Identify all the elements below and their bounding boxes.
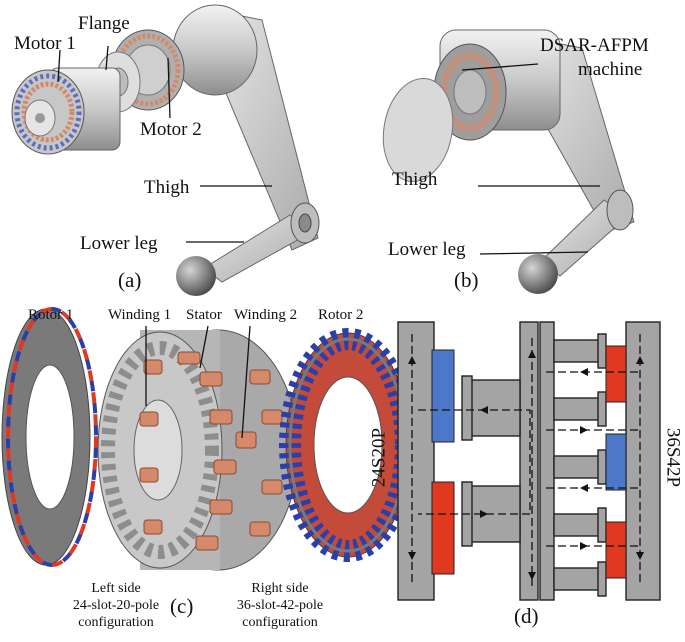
note-left-side: Left side 24-slot-20-pole configuration [64,580,168,631]
flux-paths [411,334,641,586]
foot-ball-b [518,254,558,294]
panel-d-flux-diagram [397,321,661,601]
caption-c: (c) [170,594,194,618]
note-left-line2: 24-slot-20-pole [72,598,160,613]
label-36s42p: 36S42P [662,427,684,488]
label-lower-leg-a: Lower leg [80,233,158,254]
note-left-line3: configuration [78,615,154,630]
caption-a: (a) [118,268,142,292]
panel-a-robot-leg [11,4,320,296]
panel-b-leaders [461,63,600,255]
caption-b: (b) [454,268,479,292]
label-afpm-line2: machine [578,59,643,80]
panel-c-leaders [145,325,251,439]
rotor1-hole [25,364,75,510]
right-tooth-1 [553,339,601,363]
note-left-line1: Left side [91,581,141,596]
note-right-side: Right side 36-slot-42-pole configuration [228,580,332,631]
label-rotor1: Rotor 1 [28,307,74,323]
label-thigh-a: Thigh [144,177,190,198]
motor2-housing [172,4,258,96]
label-rotor2: Rotor 2 [318,307,364,323]
magnet-red-right-1 [605,345,627,403]
magnet-blue-right [605,433,627,491]
label-flange: Flange [78,13,130,34]
label-motor2: Motor 2 [140,119,202,140]
foot-ball [176,256,216,296]
panel-c-exploded-machine [1,307,417,571]
label-afpm-line1: DSAR-AFPM [540,35,649,56]
cover-disk [382,77,454,183]
rotor2-hole [313,376,383,514]
magnet-red-left [431,481,455,575]
caption-d: (d) [514,604,539,628]
label-winding2: Winding 2 [234,307,298,323]
left-tooth-1 [469,379,521,437]
panel-a-leaders [57,45,272,243]
label-thigh-b: Thigh [392,169,438,190]
left-shoe-1 [461,375,473,441]
label-24s20p: 24S20P [368,427,390,488]
right-tooth-3 [553,455,601,479]
stator-spine-2 [539,321,555,601]
note-right-line1: Right side [251,581,309,596]
label-motor1: Motor 1 [14,33,76,54]
label-winding1: Winding 1 [108,307,172,323]
magnet-red-right-2 [605,521,627,579]
knee-pulley-b [606,189,634,231]
note-right-line3: configuration [242,615,318,630]
winding-coils [139,351,283,551]
right-tooth-4 [553,513,601,537]
label-lower-leg-b: Lower leg [388,239,466,260]
right-tooth-2 [553,397,601,421]
magnet-blue-left [431,349,455,443]
flux-arrows [408,350,644,580]
right-tooth-5 [553,567,601,591]
left-core-bar [397,321,435,601]
note-right-line2: 36-slot-42-pole [236,598,324,613]
label-stator: Stator [186,307,222,323]
stator-spine-1 [519,321,539,601]
